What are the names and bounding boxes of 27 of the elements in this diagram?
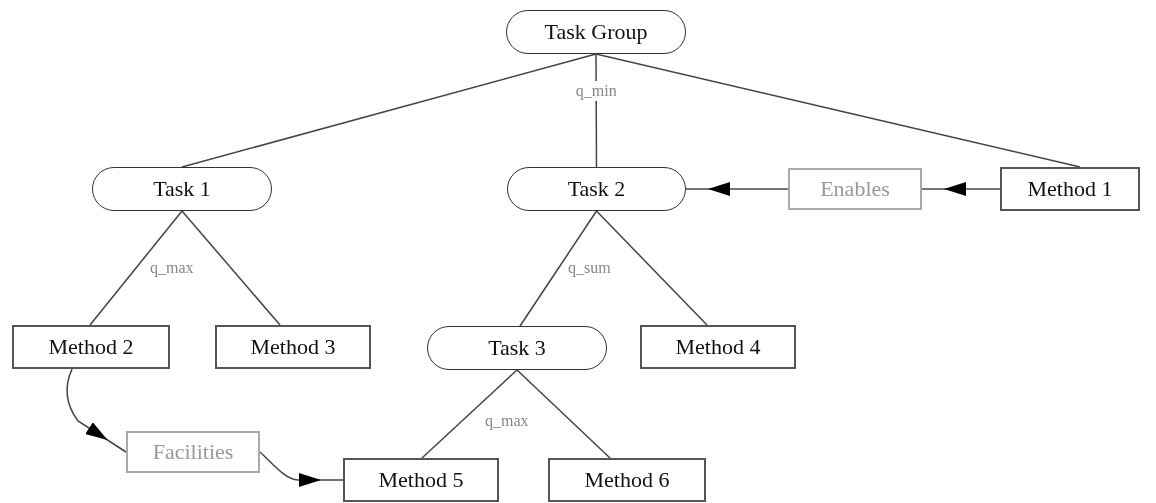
method-box: Method 6: [548, 458, 706, 502]
arrow: [685, 182, 789, 196]
aggregation-label: q_sum: [568, 258, 611, 278]
method-box: Method 5: [343, 458, 499, 502]
task-node: Task Group: [506, 10, 686, 54]
relation-box: Enables: [788, 168, 922, 210]
task-node: Task 3: [427, 326, 607, 370]
connector-line: [595, 53, 1081, 168]
method-box: Method 3: [215, 325, 371, 369]
arrow: [259, 451, 344, 487]
arrow: [66, 368, 127, 453]
task-node: Task 2: [507, 167, 686, 211]
relation-box: Facilities: [126, 431, 260, 473]
connector-line: [181, 210, 281, 326]
connector-line: [595, 210, 708, 326]
task-node: Task 1: [92, 167, 272, 211]
method-box: Method 1: [1000, 167, 1140, 211]
connector-line: [516, 369, 611, 459]
connector-line: [421, 369, 518, 459]
aggregation-label: q_max: [150, 258, 194, 278]
method-box: Method 2: [12, 325, 170, 369]
connector-line: [89, 210, 183, 326]
method-box: Method 4: [640, 325, 796, 369]
arrow: [921, 182, 1001, 196]
connector-line: [519, 210, 598, 327]
connector-line: [181, 53, 597, 168]
aggregation-label: q_max: [485, 411, 529, 431]
